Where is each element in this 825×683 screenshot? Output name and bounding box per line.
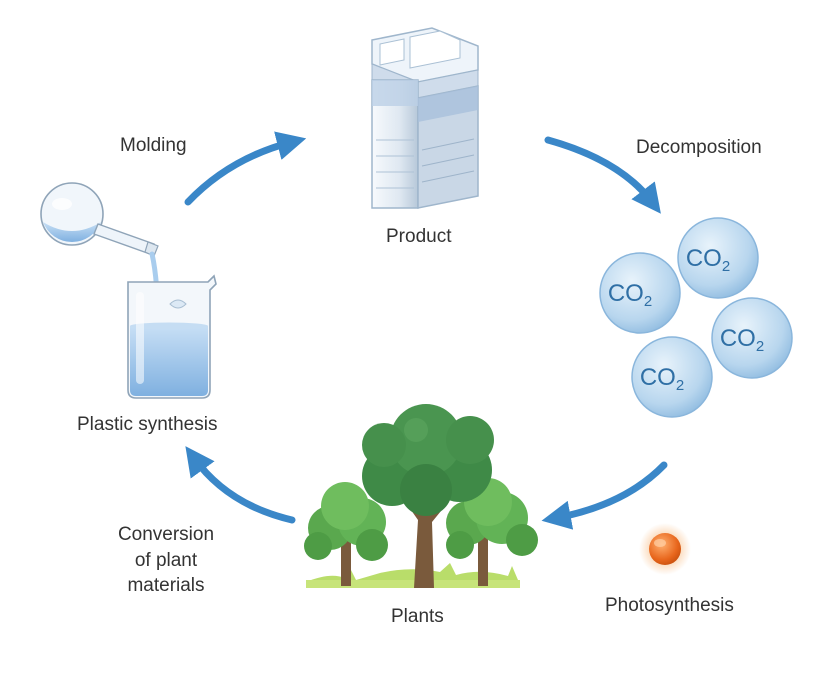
- label-product: Product: [386, 226, 452, 247]
- co2-text: CO2: [608, 280, 652, 310]
- co2-text: CO2: [686, 245, 730, 275]
- co2-bubbles: CO2 CO2 CO2 CO2: [599, 217, 793, 418]
- label-plastic-synthesis: Plastic synthesis: [77, 414, 218, 435]
- arrow-molding: [184, 131, 307, 206]
- arrow-conversion: [185, 446, 296, 524]
- label-plants: Plants: [391, 606, 444, 627]
- sun-icon: [639, 523, 691, 575]
- trees-icon: [304, 404, 538, 588]
- label-photosynthesis: Photosynthesis: [605, 595, 734, 616]
- co2-bubble-icon: CO2: [631, 336, 713, 418]
- label-conversion: Conversion of plant materials: [96, 522, 236, 599]
- arrow-photosynthesis: [541, 461, 668, 530]
- label-conversion-line1: Conversion: [117, 524, 215, 545]
- co2-bubble-icon: CO2: [711, 297, 793, 379]
- lab-glassware-icon: [40, 182, 217, 399]
- cycle-arrows: [184, 131, 668, 530]
- co2-text: CO2: [640, 364, 684, 394]
- label-conversion-line3: materials: [127, 575, 205, 597]
- co2-bubble-icon: CO2: [599, 252, 681, 334]
- label-conversion-line2: of plant: [134, 549, 198, 571]
- co2-text: CO2: [720, 325, 764, 355]
- label-decomposition: Decomposition: [636, 137, 762, 158]
- co2-bubble-icon: CO2: [677, 217, 759, 299]
- arrow-decomposition: [544, 136, 661, 214]
- label-molding: Molding: [120, 135, 187, 156]
- product-container-icon: [371, 27, 479, 209]
